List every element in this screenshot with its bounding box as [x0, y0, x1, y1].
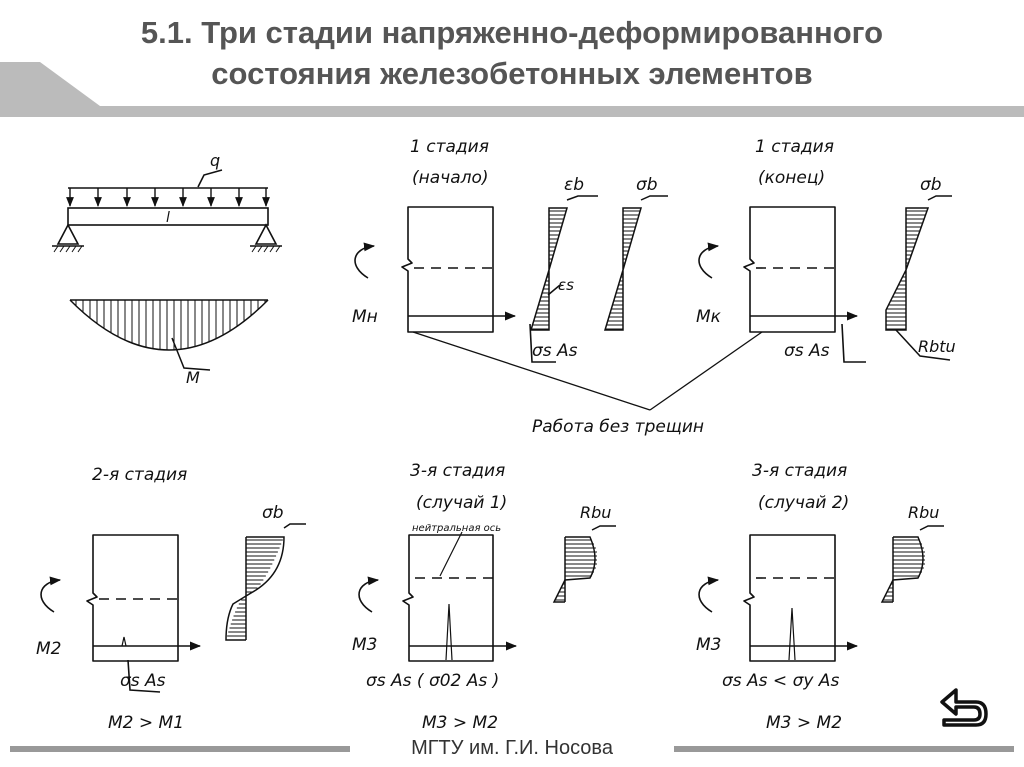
page-title: 5.1. Три стадии напряженно-деформированн… — [0, 12, 1024, 94]
stage3-case1-section — [358, 531, 518, 662]
stage2-stress-diagram — [225, 523, 306, 641]
stage2-force: σs As — [120, 671, 166, 691]
stage3-case2-moment: M3 — [696, 635, 721, 655]
stage1-end-force: σs As — [784, 341, 830, 361]
load-label: q — [210, 151, 220, 170]
title-line-1: 5.1. Три стадии напряженно-деформированн… — [140, 15, 884, 50]
header-band — [0, 62, 1024, 117]
stage1-end-title: 1 стадия — [755, 137, 834, 157]
stage1-start-stress-diagram — [603, 195, 668, 331]
stage3-case2-stress-diagram — [880, 525, 944, 603]
stage3-case1-subtitle: (случай 1) — [416, 493, 507, 513]
footer-rules — [10, 746, 1014, 752]
right-support — [250, 223, 282, 253]
moment-diagram — [69, 299, 269, 371]
stage2-title: 2-я стадия — [92, 465, 187, 485]
stage1-end-moment: Mк — [696, 307, 722, 327]
no-cracks-leaders — [412, 331, 763, 411]
stage1-start-eps-s: εs — [558, 276, 574, 294]
stage1-start-title: 1 стадия — [410, 137, 489, 157]
stage3-case2-condition: M3 > M2 — [766, 713, 842, 733]
stage1-start-sigma-b: σb — [636, 175, 658, 195]
stage3-case2-section — [698, 534, 859, 662]
stage3-case2-rbu: Rbu — [908, 503, 939, 522]
return-arrow-icon — [940, 688, 988, 727]
return-button[interactable] — [934, 684, 992, 730]
stage1-end-stress-diagram — [885, 195, 952, 361]
stage2-sigma-b: σb — [262, 503, 284, 523]
stage3-case2-force: σs As < σy As — [722, 671, 839, 691]
stage3-case1-force: σs As ( σ02 As ) — [366, 671, 499, 691]
left-support — [52, 223, 84, 253]
stage1-start-moment: Mн — [352, 307, 378, 327]
stage3-case1-neutral-axis: нейтральная ось — [412, 523, 501, 534]
stage1-end-subtitle: (конец) — [758, 168, 825, 188]
stage1-start-eps-b: εb — [564, 175, 584, 195]
stage3-case1-rbu: Rbu — [580, 503, 611, 522]
stage3-case2-title: 3-я стадия — [752, 461, 847, 481]
span-label: l — [166, 210, 170, 226]
stage1-end-rbtu: Rbtu — [918, 337, 956, 356]
title-line-2: состояния железобетонных элементов — [211, 56, 813, 91]
stage2-condition: M2 > M1 — [108, 713, 184, 733]
footer-text: МГТУ им. Г.И. Носова — [411, 737, 613, 759]
stage1-start-strain-diagram — [529, 195, 598, 331]
no-cracks-label: Работа без трещин — [532, 417, 704, 437]
stage3-case1-title: 3-я стадия — [410, 461, 505, 481]
stage1-end-sigma-b: σb — [920, 175, 942, 195]
stage2-section — [40, 534, 202, 693]
stage1-start-subtitle: (начало) — [412, 168, 489, 188]
stage2-moment: M2 — [36, 639, 61, 659]
stage1-end-section — [698, 206, 866, 363]
load-arrows — [66, 188, 270, 207]
stage3-case1-stress-diagram — [552, 525, 616, 603]
moment-label: M — [186, 368, 200, 387]
stage1-start-section — [354, 206, 556, 363]
stage3-case2-subtitle: (случай 2) — [758, 493, 849, 513]
stage1-start-force: σs As — [532, 341, 578, 361]
beam-scheme — [52, 169, 282, 253]
stage3-case1-condition: M3 > M2 — [422, 713, 498, 733]
stage3-case1-moment: M3 — [352, 635, 377, 655]
